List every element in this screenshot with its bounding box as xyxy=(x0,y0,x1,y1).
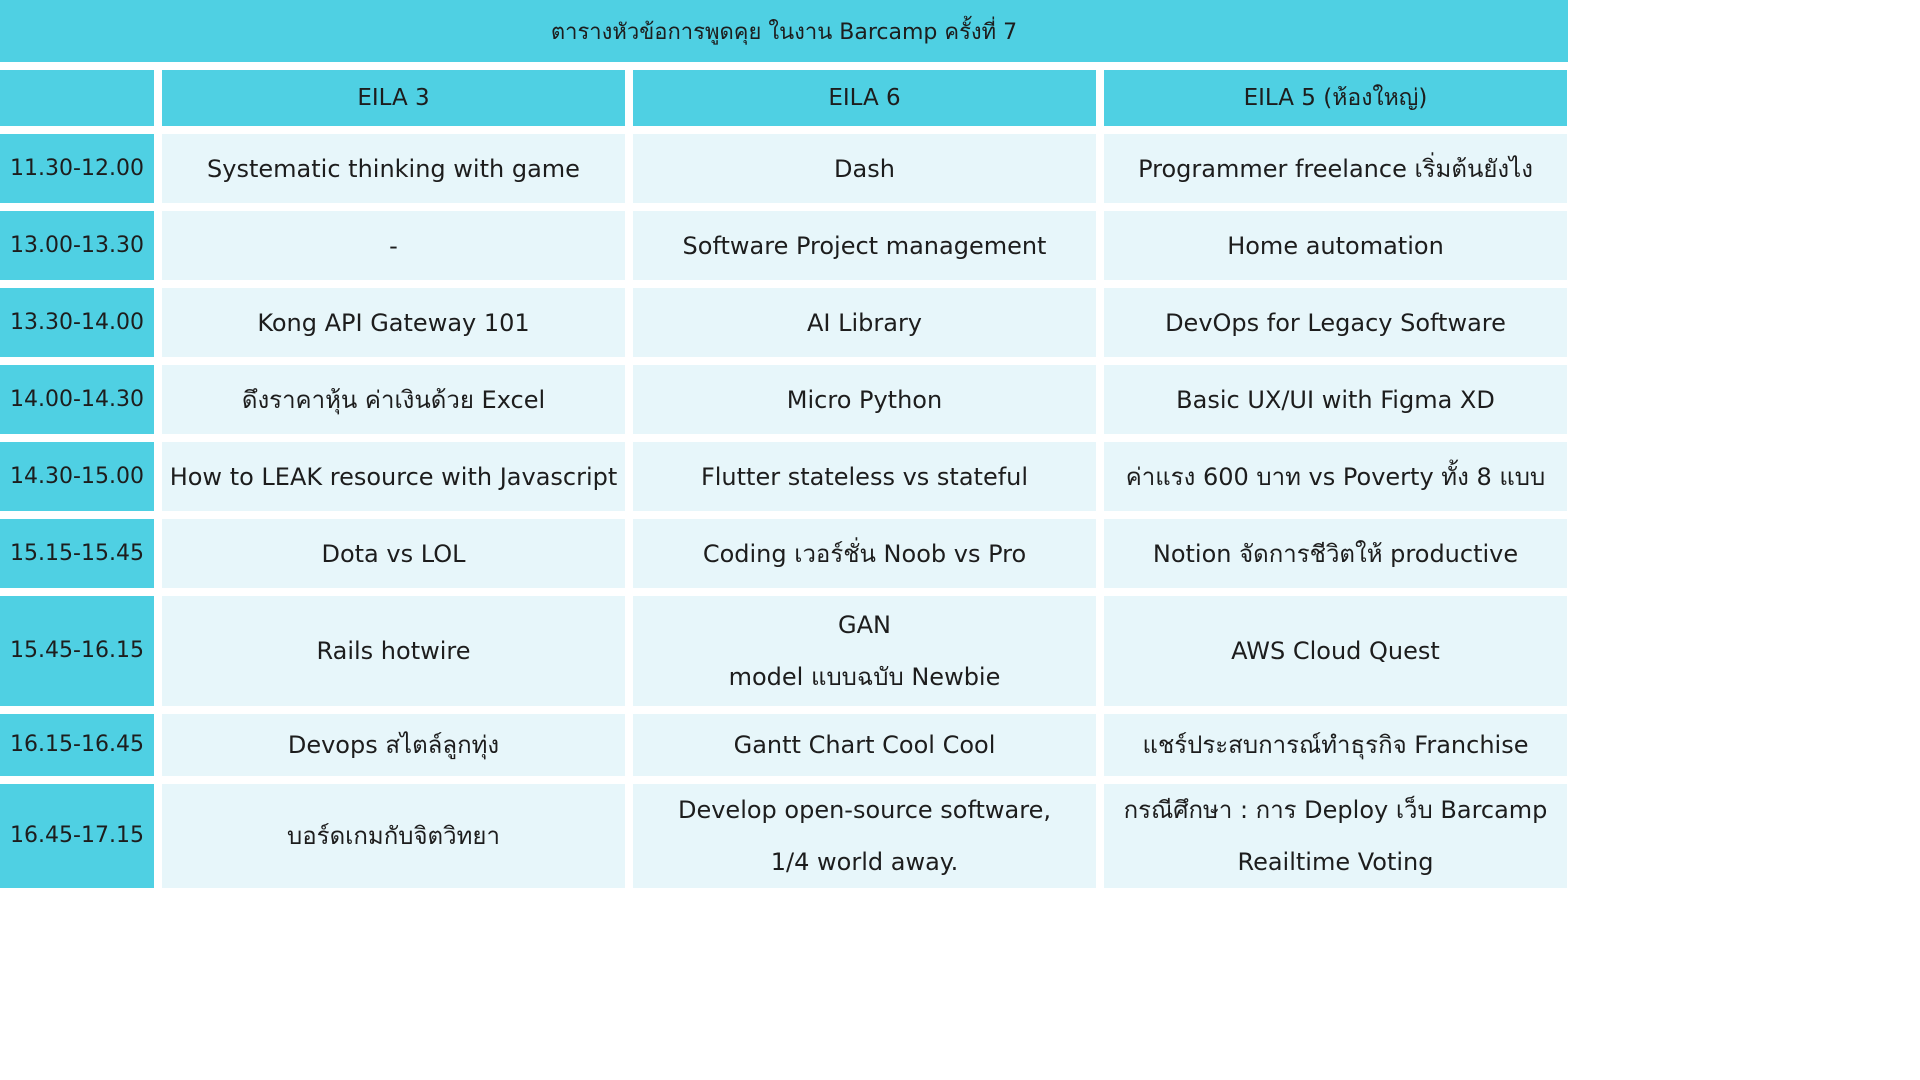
session-text: Micro Python xyxy=(786,385,943,414)
session-text: Develop open-source software, xyxy=(677,796,1051,824)
schedule-table: EILA 3 EILA 6 EILA 5 (ห้องใหญ่) 11.30-12… xyxy=(0,70,1568,888)
session-cell: Systematic thinking with game xyxy=(162,134,625,203)
time-slot: 16.15-16.45 xyxy=(0,714,154,776)
session-text: ดึงราคาหุ้น ค่าเงินด้วย Excel xyxy=(241,385,546,414)
page-title: ตารางหัวข้อการพูดคุย ในงาน Barcamp ครั้ง… xyxy=(0,0,1568,62)
session-cell: บอร์ดเกมกับจิตวิทยา xyxy=(162,784,625,888)
session-cell: Devops สไตล์ลูกทุ่ง xyxy=(162,714,625,776)
session-text: ค่าแรง 600 บาท vs Poverty ทั้ง 8 แบบ xyxy=(1125,462,1546,491)
header-corner xyxy=(0,70,154,126)
session-text: Gantt Chart Cool Cool xyxy=(733,731,996,759)
session-text: AWS Cloud Quest xyxy=(1231,637,1440,665)
session-cell: GAN model แบบฉบับ Newbie xyxy=(633,596,1096,706)
session-cell: AI Library xyxy=(633,288,1096,357)
header-room-eila3: EILA 3 xyxy=(162,70,625,126)
session-cell: Software Project management xyxy=(633,211,1096,280)
session-text: Basic UX/UI with Figma XD xyxy=(1176,385,1495,414)
session-text: Dash xyxy=(834,154,895,183)
session-cell: Coding เวอร์ชั่น Noob vs Pro xyxy=(633,519,1096,588)
time-slot: 13.30-14.00 xyxy=(0,288,154,357)
session-cell: Notion จัดการชีวิตให้ productive xyxy=(1104,519,1567,588)
session-text: How to LEAK resource with Javascript xyxy=(169,462,618,491)
session-cell: Dash xyxy=(633,134,1096,203)
session-cell: แชร์ประสบการณ์ทำธุรกิจ Franchise xyxy=(1104,714,1567,776)
session-text: - xyxy=(389,231,398,260)
session-cell: Home automation xyxy=(1104,211,1567,280)
session-text: Devops สไตล์ลูกทุ่ง xyxy=(287,731,500,759)
header-room-eila6: EILA 6 xyxy=(633,70,1096,126)
session-cell: Gantt Chart Cool Cool xyxy=(633,714,1096,776)
session-text: Home automation xyxy=(1227,231,1444,260)
session-cell: Dota vs LOL xyxy=(162,519,625,588)
time-slot: 14.00-14.30 xyxy=(0,365,154,434)
session-text: Systematic thinking with game xyxy=(207,154,580,183)
session-text: Notion จัดการชีวิตให้ productive xyxy=(1152,539,1519,568)
time-slot: 15.45-16.15 xyxy=(0,596,154,706)
session-text: DevOps for Legacy Software xyxy=(1165,308,1506,337)
session-cell: Kong API Gateway 101 xyxy=(162,288,625,357)
header-room-eila5: EILA 5 (ห้องใหญ่) xyxy=(1104,70,1567,126)
session-text: Flutter stateless vs stateful xyxy=(700,462,1029,491)
session-text: Kong API Gateway 101 xyxy=(257,308,530,337)
session-text: แชร์ประสบการณ์ทำธุรกิจ Franchise xyxy=(1142,731,1529,759)
session-text: Programmer freelance เริ่มต้นยังไง xyxy=(1138,154,1533,183)
session-text: Software Project management xyxy=(682,231,1047,260)
session-text: Coding เวอร์ชั่น Noob vs Pro xyxy=(702,539,1027,568)
session-text: 1/4 world away. xyxy=(770,848,959,876)
session-text: Dota vs LOL xyxy=(321,539,466,568)
session-text: บอร์ดเกมกับจิตวิทยา xyxy=(287,822,500,850)
time-slot: 14.30-15.00 xyxy=(0,442,154,511)
session-cell: Basic UX/UI with Figma XD xyxy=(1104,365,1567,434)
session-cell: กรณีศึกษา : การ Deploy เว็บ Barcamp Reai… xyxy=(1104,784,1567,888)
session-text: AI Library xyxy=(806,308,923,337)
session-cell: - xyxy=(162,211,625,280)
session-text: Reailtime Voting xyxy=(1237,848,1434,876)
session-text: GAN xyxy=(838,611,891,639)
session-cell: DevOps for Legacy Software xyxy=(1104,288,1567,357)
session-cell: ดึงราคาหุ้น ค่าเงินด้วย Excel xyxy=(162,365,625,434)
session-cell: AWS Cloud Quest xyxy=(1104,596,1567,706)
time-slot: 13.00-13.30 xyxy=(0,211,154,280)
session-cell: ค่าแรง 600 บาท vs Poverty ทั้ง 8 แบบ xyxy=(1104,442,1567,511)
session-text: กรณีศึกษา : การ Deploy เว็บ Barcamp xyxy=(1123,796,1548,824)
time-slot: 15.15-15.45 xyxy=(0,519,154,588)
session-cell: Programmer freelance เริ่มต้นยังไง xyxy=(1104,134,1567,203)
session-cell: Rails hotwire xyxy=(162,596,625,706)
session-cell: Micro Python xyxy=(633,365,1096,434)
session-text: model แบบฉบับ Newbie xyxy=(728,663,1001,691)
session-cell: Flutter stateless vs stateful xyxy=(633,442,1096,511)
session-text: Rails hotwire xyxy=(316,637,471,665)
time-slot: 11.30-12.00 xyxy=(0,134,154,203)
time-slot: 16.45-17.15 xyxy=(0,784,154,888)
session-cell: Develop open-source software, 1/4 world … xyxy=(633,784,1096,888)
session-cell: How to LEAK resource with Javascript xyxy=(162,442,625,511)
